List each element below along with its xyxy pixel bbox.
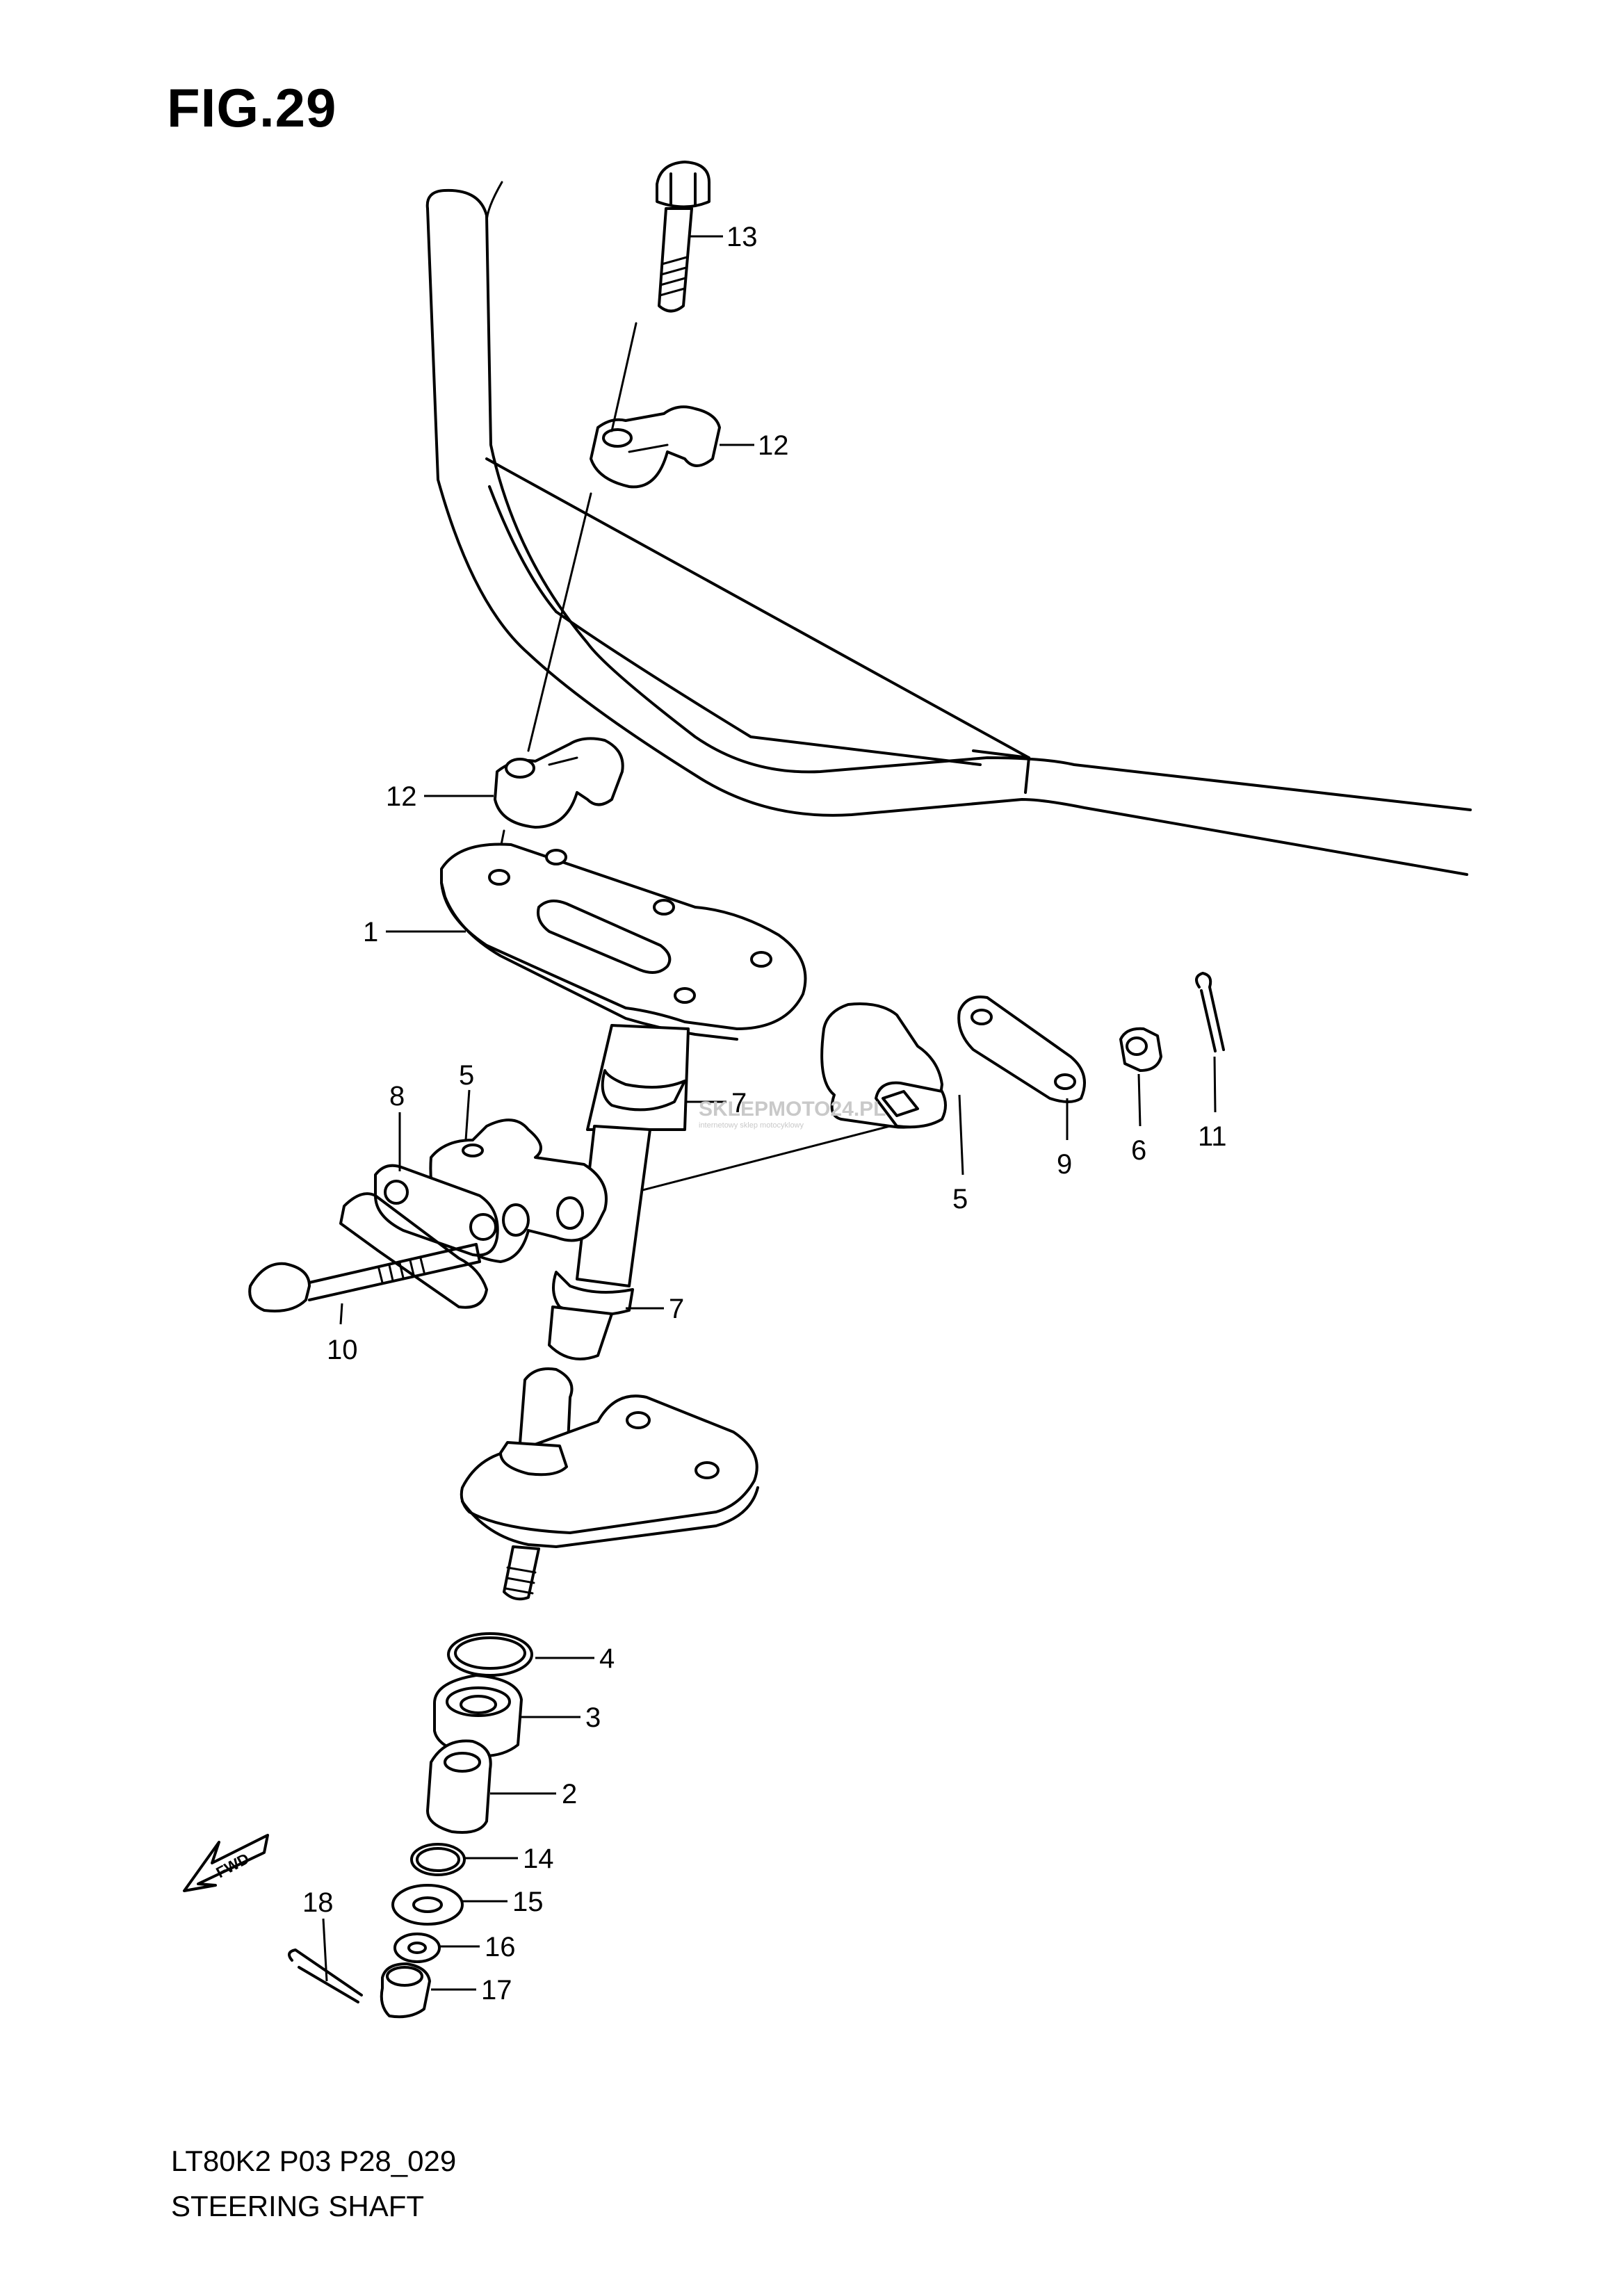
- callout-14: 14: [523, 1844, 554, 1874]
- part-17-nut: [380, 1962, 431, 2019]
- handlebar: [425, 181, 1472, 876]
- steering-shaft-upper: [548, 1024, 690, 1360]
- callout-7-lower: 7: [669, 1294, 684, 1324]
- callout-leader-lines: [322, 444, 1217, 1991]
- part-8-plate: [374, 1164, 499, 1257]
- part-3-seal: [433, 1674, 523, 1757]
- callout-1: 1: [363, 917, 378, 947]
- part-14-o-ring: [410, 1843, 466, 1876]
- part-13-bolt: [656, 161, 723, 313]
- callout-12-lower: 12: [386, 781, 417, 812]
- part-4-o-ring: [447, 1632, 533, 1677]
- callout-numbers: 13 12 12 1 5 8 7 5 9 6 11 10 7 4 3 2 14 …: [302, 222, 1227, 2006]
- part-11-cotter-pin: [1195, 972, 1225, 1052]
- part-5-right-tie-rod-clamp: [820, 1002, 947, 1129]
- callout-5-left: 5: [459, 1060, 474, 1091]
- watermark-brand: SKLEPMOTO24.PL: [699, 1098, 886, 1121]
- watermark: SKLEPMOTO24.PL internetowy sklep motocyk…: [699, 1098, 886, 1130]
- callout-10: 10: [327, 1335, 358, 1365]
- part-15-washer: [391, 1884, 464, 1926]
- callout-3: 3: [585, 1702, 601, 1733]
- part-6-nut: [1119, 1027, 1162, 1072]
- watermark-tagline: internetowy sklep motocyklowy: [699, 1121, 804, 1130]
- part-1-handlebar-holder-plate: [440, 843, 807, 1041]
- part-16-washer: [393, 1933, 441, 1963]
- steering-shaft-lower-plate: [460, 1367, 759, 1601]
- diagram-code: LT80K2 P03 P28_029: [171, 2145, 457, 2177]
- callout-2: 2: [562, 1779, 577, 1809]
- callout-15: 15: [512, 1887, 544, 1917]
- fwd-direction-arrow: FWD: [183, 1834, 269, 1892]
- diagram-name: STEERING SHAFT: [171, 2190, 425, 2222]
- part-2-bushing: [426, 1739, 492, 1834]
- callout-13: 13: [726, 222, 758, 252]
- callout-9: 9: [1057, 1149, 1072, 1180]
- callout-16: 16: [485, 1932, 516, 1962]
- part-12-lower-clamp: [494, 737, 624, 829]
- callout-4: 4: [599, 1643, 615, 1674]
- callout-8: 8: [389, 1081, 405, 1112]
- part-12-upper-clamp: [590, 405, 721, 489]
- callout-5-right: 5: [952, 1184, 968, 1214]
- part-9-plate: [957, 995, 1086, 1103]
- part-10-bolt: [248, 1192, 488, 1312]
- figure-title: FIG.29: [167, 77, 337, 138]
- callout-12-upper: 12: [758, 430, 789, 461]
- callout-11: 11: [1198, 1121, 1227, 1152]
- callout-17: 17: [481, 1975, 512, 2006]
- callout-18: 18: [302, 1887, 334, 1918]
- callout-7-upper: 7: [731, 1088, 747, 1118]
- part-18-cotter-pin: [288, 1949, 363, 2003]
- callout-6: 6: [1131, 1135, 1146, 1166]
